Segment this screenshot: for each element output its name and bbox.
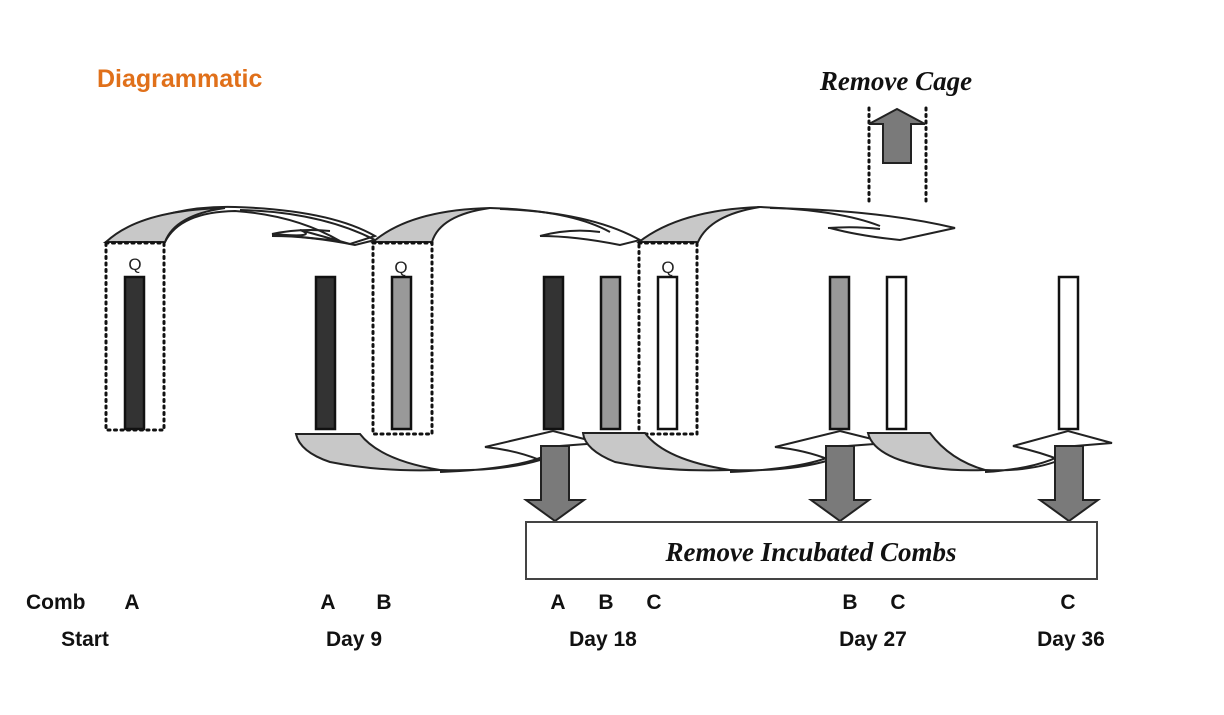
stage-label-day27: Day 27 <box>839 628 907 651</box>
bottom-transfer-arrow-1 <box>294 429 601 473</box>
top-transfer-arrow-3 <box>636 206 956 243</box>
queen-marker-day9: Q <box>394 258 407 277</box>
stage-label-day9: Day 9 <box>326 628 382 651</box>
comb-A-day18 <box>542 275 565 431</box>
bottom-transfer-arrow-3 <box>866 429 1113 473</box>
comb-B-day9 <box>390 275 413 431</box>
comb-C-day27 <box>885 275 908 431</box>
bottom-transfer-arrow-2 <box>581 429 889 473</box>
queen-marker-day18: Q <box>661 258 674 277</box>
comb-letter-day9-1: A <box>320 591 335 614</box>
queen-cage-day18 <box>637 241 699 436</box>
stage-label-start: Start <box>61 628 109 651</box>
top-transfer-arrow-2 <box>370 207 643 247</box>
remove-cage-label: Remove Cage <box>819 66 972 96</box>
diagram-title: Diagrammatic <box>97 65 262 93</box>
comb-letter-day18-1: A <box>550 591 565 614</box>
comb-letter-day9-2: B <box>376 591 391 614</box>
comb-letter-start-1: A <box>124 591 139 614</box>
stage-label-day18: Day 18 <box>569 628 637 651</box>
comb-C-day18 <box>656 275 679 431</box>
top-transfer-arrow-1 <box>102 205 378 247</box>
comb-letter-day27-1: B <box>842 591 857 614</box>
comb-A-day9 <box>314 275 337 431</box>
queen-marker-start: Q <box>128 255 141 274</box>
queen-cage-day9 <box>371 241 434 436</box>
remove-combs-banner <box>525 521 1098 580</box>
comb-C-day36 <box>1057 275 1080 431</box>
remove-cage-up-arrow-icon <box>868 107 926 164</box>
comb-letter-day18-3: C <box>646 591 661 614</box>
comb-row-label: Comb <box>26 591 86 614</box>
comb-letter-day36-1: C <box>1060 591 1075 614</box>
comb-A-start <box>123 275 146 431</box>
comb-letter-day18-2: B <box>598 591 613 614</box>
remove-combs-label: Remove Incubated Combs <box>665 537 957 567</box>
stage-label-day36: Day 36 <box>1037 628 1105 651</box>
comb-letter-day27-2: C <box>890 591 905 614</box>
remove-comb-arrow-day36-icon <box>1036 445 1102 523</box>
comb-B-day18 <box>599 275 622 431</box>
remove-comb-arrow-day18-icon <box>522 445 588 523</box>
remove-comb-arrow-day27-icon <box>807 445 873 523</box>
comb-B-day27 <box>828 275 851 431</box>
